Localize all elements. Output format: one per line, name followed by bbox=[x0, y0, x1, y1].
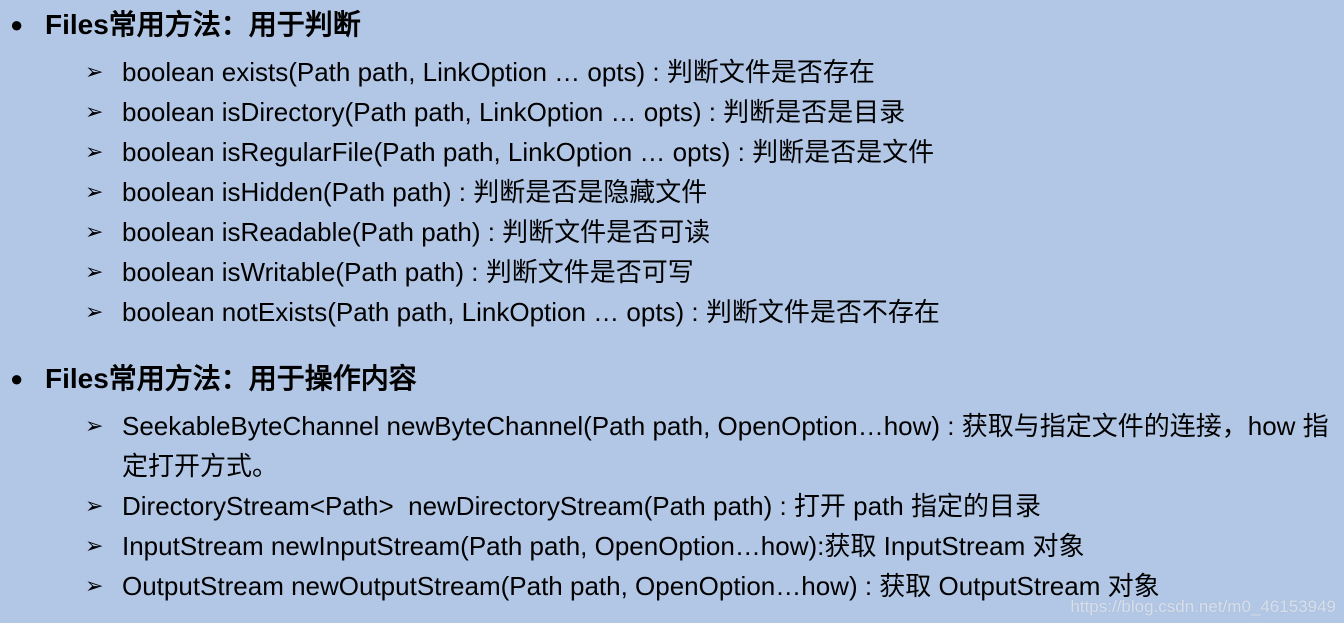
arrow-bullet-icon: ➢ bbox=[85, 573, 104, 598]
list-item: ➢ InputStream newInputStream(Path path, … bbox=[0, 526, 1344, 566]
list-item: ➢ DirectoryStream<Path> newDirectoryStre… bbox=[0, 486, 1344, 526]
list-item: ➢ boolean isDirectory(Path path, LinkOpt… bbox=[0, 92, 1344, 132]
arrow-bullet-icon: ➢ bbox=[85, 219, 104, 244]
section-content-operations: ● Files常用方法：用于操作内容 ➢ SeekableByteChannel… bbox=[0, 358, 1344, 606]
filled-circle-bullet-icon: ● bbox=[10, 366, 24, 391]
list-item-text: boolean isRegularFile(Path path, LinkOpt… bbox=[122, 137, 935, 167]
arrow-bullet-icon: ➢ bbox=[85, 139, 104, 164]
list-item: ➢ boolean isWritable(Path path) : 判断文件是否… bbox=[0, 252, 1344, 292]
list-item-text: SeekableByteChannel newByteChannel(Path … bbox=[122, 411, 1329, 481]
list-item-text: InputStream newInputStream(Path path, Op… bbox=[122, 531, 1085, 561]
arrow-bullet-icon: ➢ bbox=[85, 299, 104, 324]
arrow-bullet-icon: ➢ bbox=[85, 259, 104, 284]
list-item-text: boolean isHidden(Path path) : 判断是否是隐藏文件 bbox=[122, 177, 708, 207]
arrow-bullet-icon: ➢ bbox=[85, 493, 104, 518]
section-title: Files常用方法：用于判断 bbox=[45, 9, 361, 40]
list-item: ➢ OutputStream newOutputStream(Path path… bbox=[0, 566, 1344, 606]
arrow-bullet-icon: ➢ bbox=[85, 99, 104, 124]
list-item: ➢ boolean exists(Path path, LinkOption …… bbox=[0, 52, 1344, 92]
section-judgment: ● Files常用方法：用于判断 ➢ boolean exists(Path p… bbox=[0, 4, 1344, 332]
section-title: Files常用方法：用于操作内容 bbox=[45, 363, 417, 394]
arrow-bullet-icon: ➢ bbox=[85, 533, 104, 558]
list-item: ➢ boolean isRegularFile(Path path, LinkO… bbox=[0, 132, 1344, 172]
list-item: ➢ boolean isReadable(Path path) : 判断文件是否… bbox=[0, 212, 1344, 252]
list-item-text: DirectoryStream<Path> newDirectoryStream… bbox=[122, 491, 1041, 521]
section-item-list: ➢ boolean exists(Path path, LinkOption …… bbox=[0, 52, 1344, 332]
arrow-bullet-icon: ➢ bbox=[85, 413, 104, 438]
arrow-bullet-icon: ➢ bbox=[85, 59, 104, 84]
list-item: ➢ boolean isHidden(Path path) : 判断是否是隐藏文… bbox=[0, 172, 1344, 212]
list-item: ➢ SeekableByteChannel newByteChannel(Pat… bbox=[0, 406, 1344, 486]
list-item: ➢ boolean notExists(Path path, LinkOptio… bbox=[0, 292, 1344, 332]
list-item-text: boolean exists(Path path, LinkOption … o… bbox=[122, 57, 875, 87]
filled-circle-bullet-icon: ● bbox=[10, 12, 24, 37]
list-item-text: boolean isDirectory(Path path, LinkOptio… bbox=[122, 97, 906, 127]
section-item-list: ➢ SeekableByteChannel newByteChannel(Pat… bbox=[0, 406, 1344, 606]
list-item-text: boolean isReadable(Path path) : 判断文件是否可读 bbox=[122, 217, 711, 247]
arrow-bullet-icon: ➢ bbox=[85, 179, 104, 204]
list-item-text: boolean isWritable(Path path) : 判断文件是否可写 bbox=[122, 257, 694, 287]
section-title-row: ● Files常用方法：用于操作内容 bbox=[0, 358, 1344, 400]
list-item-text: boolean notExists(Path path, LinkOption … bbox=[122, 297, 940, 327]
list-item-text: OutputStream newOutputStream(Path path, … bbox=[122, 571, 1160, 601]
section-title-row: ● Files常用方法：用于判断 bbox=[0, 4, 1344, 46]
